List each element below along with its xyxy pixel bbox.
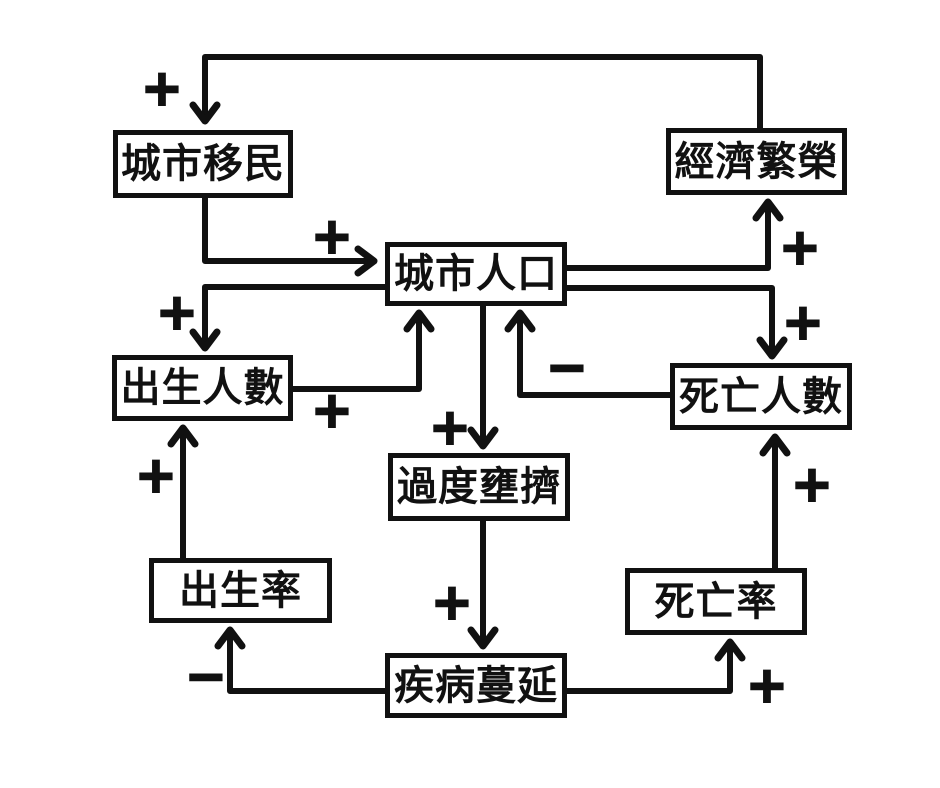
- sign-population-to-births: +: [155, 283, 199, 341]
- edge-migration-to-population: [202, 198, 378, 277]
- edge-population-to-births: [189, 284, 385, 352]
- sign-population-to-prosperity: +: [778, 218, 822, 276]
- edge-population-to-deaths: [567, 285, 788, 360]
- node-birth-rate: 出生率: [149, 558, 332, 623]
- sign-population-to-deaths: +: [781, 293, 825, 351]
- node-deaths: 死亡人數: [670, 363, 852, 430]
- sign-deaths-to-population: −: [545, 338, 589, 396]
- sign-disease-to-birthrate: −: [184, 647, 228, 705]
- edge-disease-to-deathrate: [567, 638, 746, 694]
- sign-population-to-overcrowding: +: [428, 398, 472, 456]
- sign-birthrate-to-births: +: [134, 446, 178, 504]
- node-births: 出生人數: [112, 355, 293, 421]
- node-death-rate: 死亡率: [625, 568, 807, 635]
- edge-deaths-to-population: [504, 309, 670, 398]
- sign-migration-to-population: +: [310, 207, 354, 265]
- sign-births-to-population: +: [310, 381, 354, 439]
- edge-disease-to-birthrate: [214, 626, 385, 694]
- edge-prosperity-to-migration: [189, 54, 763, 128]
- sign-disease-to-deathrate: +: [745, 656, 789, 714]
- node-disease-spread: 疾病蔓延: [385, 653, 567, 718]
- sign-overcrowding-to-disease: +: [430, 573, 474, 631]
- sign-prosperity-to-migration: +: [140, 59, 184, 117]
- edge-population-to-prosperity: [567, 198, 784, 271]
- sign-deathrate-to-deaths: +: [790, 455, 834, 513]
- node-urban-migration: 城市移民: [113, 130, 293, 198]
- node-economic-prosperity: 經濟繁榮: [666, 128, 847, 195]
- edge-births-to-population: [293, 309, 435, 392]
- node-overcrowding: 過度壅擠: [388, 453, 570, 521]
- node-urban-population: 城市人口: [385, 242, 567, 306]
